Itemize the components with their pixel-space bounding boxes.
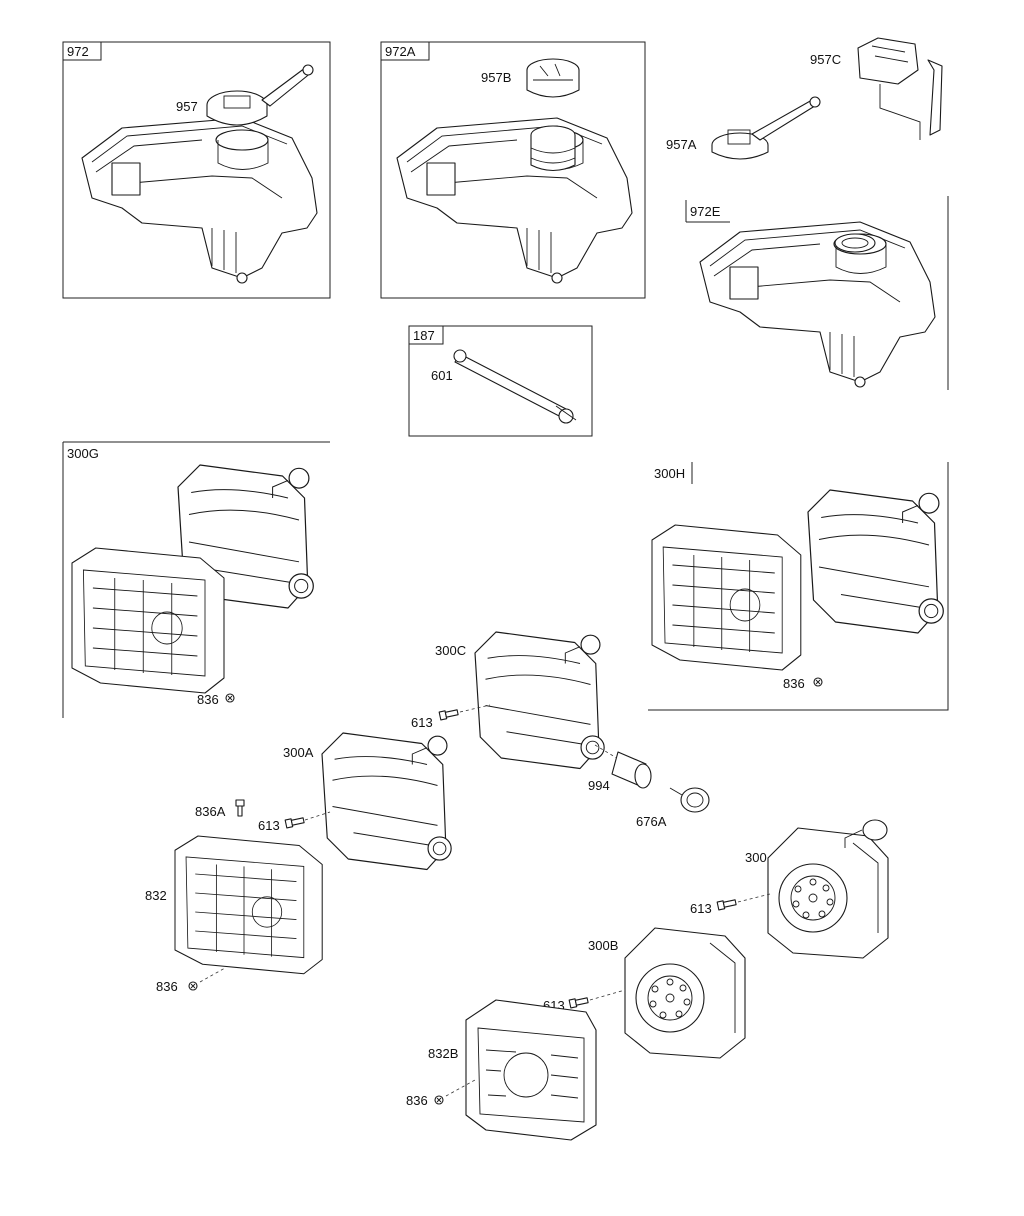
group-972a-label: 972A <box>385 44 416 59</box>
group-300h-label: 300H <box>654 466 685 481</box>
callout-957b: 957B <box>481 70 511 85</box>
group-972-label: 972 <box>67 44 89 59</box>
group-300g-frame: 300G <box>62 441 330 718</box>
outlet-300 <box>844 819 888 848</box>
fuel-cap-957b <box>526 58 580 98</box>
callout-836a: 836A <box>195 804 226 819</box>
callout-300a: 300A <box>283 745 314 760</box>
muffler-300 <box>767 827 889 959</box>
callout-836-300h: 836 <box>783 676 805 691</box>
clamp-676a <box>669 787 710 813</box>
muffler-300b <box>624 927 746 1059</box>
callout-613-300c: 613 <box>411 715 433 730</box>
callout-832b: 832B <box>428 1046 458 1061</box>
group-972e-frame: 972E <box>685 196 949 390</box>
callout-836-832b: 836 <box>406 1093 428 1108</box>
fuel-tank-972 <box>81 117 318 284</box>
bolt-613-300a <box>284 815 305 829</box>
bolt-613-300c <box>438 707 459 721</box>
callout-613-300: 613 <box>690 901 712 916</box>
grille-300h <box>651 524 802 671</box>
callout-613-300a: 613 <box>258 818 280 833</box>
bolt-613-300b <box>568 995 589 1009</box>
screw-836-300g <box>225 693 235 703</box>
group-972-frame: 972 <box>62 41 331 299</box>
neck-972e <box>834 233 876 253</box>
group-972a-frame: 972A <box>380 41 646 299</box>
callout-957: 957 <box>176 99 198 114</box>
fuel-cap-957a <box>711 96 821 160</box>
fuel-cap-957 <box>206 64 314 126</box>
fuel-cap-957c <box>857 37 943 140</box>
deflector-994 <box>611 751 652 789</box>
group-300g-label: 300G <box>67 446 99 461</box>
fuel-tank-972e <box>699 221 936 388</box>
callout-957a: 957A <box>666 137 697 152</box>
grille-832b <box>465 999 597 1141</box>
callout-832: 832 <box>145 888 167 903</box>
bolt-613-300 <box>716 897 737 911</box>
group-187-frame: 187 <box>408 325 593 437</box>
muffler-300h <box>807 489 944 634</box>
grille-300g <box>71 547 225 694</box>
callout-836-832: 836 <box>156 979 178 994</box>
callout-836-300g: 836 <box>197 692 219 707</box>
muffler-300c <box>474 631 605 770</box>
callout-676a: 676A <box>636 814 667 829</box>
grille-832 <box>174 835 323 975</box>
fuel-tank-972a <box>396 117 633 284</box>
screw-836-300h <box>813 677 823 687</box>
callout-601: 601 <box>431 368 453 383</box>
callout-300b: 300B <box>588 938 618 953</box>
screw-836a <box>235 799 245 817</box>
callout-300: 300 <box>745 850 767 865</box>
callout-300c: 300C <box>435 643 466 658</box>
screw-836-832b <box>434 1095 444 1105</box>
fuel-line-601 <box>453 349 577 424</box>
group-972e-label: 972E <box>690 204 721 219</box>
muffler-300a <box>321 732 452 871</box>
screw-836-832 <box>188 981 198 991</box>
neck-972a <box>530 125 576 172</box>
callout-957c: 957C <box>810 52 841 67</box>
callout-994: 994 <box>588 778 610 793</box>
group-300h-frame: 300H <box>648 462 949 711</box>
group-187-label: 187 <box>413 328 435 343</box>
